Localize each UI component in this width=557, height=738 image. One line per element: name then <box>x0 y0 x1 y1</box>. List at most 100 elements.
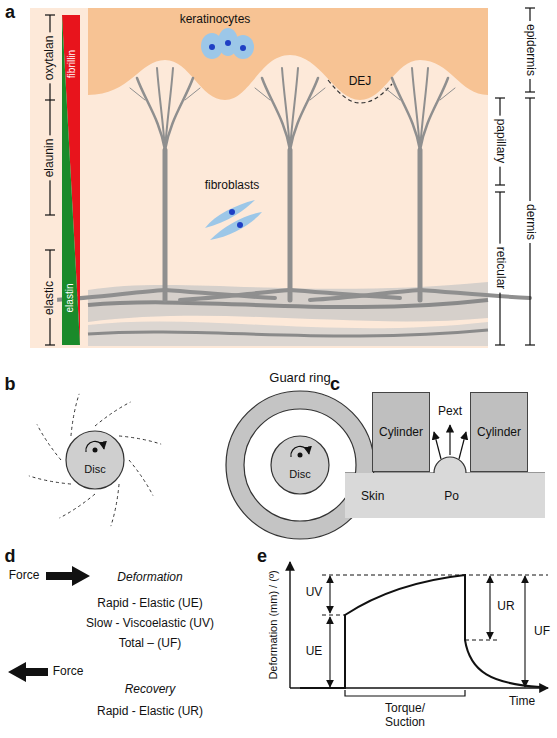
fiber-stroke <box>88 330 488 336</box>
art-shape <box>524 576 525 687</box>
disc-shape <box>270 435 330 495</box>
art-shape <box>449 425 450 455</box>
rotating-disc: Disc <box>65 430 125 490</box>
node-text: Cylinder <box>477 424 521 440</box>
art-shape <box>209 44 215 50</box>
art-shape <box>289 562 290 688</box>
art-shape <box>45 249 55 250</box>
axis-label: Time <box>509 695 535 709</box>
skin-bump <box>434 457 466 473</box>
art-shape <box>240 45 246 51</box>
force-arrow-left <box>8 662 48 682</box>
art-shape <box>489 576 490 639</box>
fiber-stroke <box>165 68 173 150</box>
fiber-stroke <box>310 290 420 300</box>
creep-curve <box>300 575 540 688</box>
art-shape <box>525 91 535 92</box>
pressure-arrows <box>434 425 466 459</box>
pressure-label: Pext <box>438 405 462 419</box>
art-shape <box>45 344 55 345</box>
art-shape <box>525 344 535 345</box>
shear-line <box>59 494 95 518</box>
suction-cylinder: Cylinder <box>470 392 528 472</box>
art-shape <box>525 7 535 8</box>
shear-line <box>119 436 161 444</box>
node-text: Disc <box>65 430 125 477</box>
fiber-stroke <box>385 88 400 100</box>
shear-line <box>129 460 153 496</box>
node-text: Disc <box>270 435 330 482</box>
keratinocyte-cells <box>201 28 254 59</box>
panel-letter: e <box>257 546 267 567</box>
art-shape <box>495 184 505 185</box>
cell-label: keratinocytes <box>180 13 251 27</box>
art-shape <box>465 640 500 641</box>
art-shape <box>434 432 441 459</box>
protein-label: elastin <box>64 284 76 313</box>
art-shape <box>322 575 548 576</box>
shear-lines <box>29 394 161 526</box>
fiber-stroke <box>130 88 145 100</box>
art-shape <box>495 344 505 345</box>
art-shape <box>229 209 235 215</box>
panel-letter: b <box>5 374 16 395</box>
force-label: Force <box>9 569 40 583</box>
fiber-trees <box>55 68 530 300</box>
art-shape <box>459 432 466 459</box>
layer-label: papillary <box>493 116 507 167</box>
fiber-label: elaunin <box>43 136 57 181</box>
suction-cylinder: Cylinder <box>372 392 430 472</box>
phase-label: Slow - Viscoelastic (UV) <box>86 617 214 631</box>
node-text: Guard ring <box>225 370 375 386</box>
art-shape <box>237 222 243 228</box>
node-text: Cylinder <box>379 424 423 440</box>
fiber-label: oxytalan <box>43 33 57 84</box>
fiber-stroke <box>255 88 270 100</box>
shear-line <box>111 484 119 526</box>
fiber-stroke <box>282 68 290 150</box>
fiber-stroke <box>420 68 428 150</box>
rotating-disc: Disc <box>270 435 330 495</box>
junction-label: DEJ <box>349 75 372 89</box>
art-shape <box>322 615 345 616</box>
art-shape <box>329 617 330 687</box>
art-shape <box>210 212 262 240</box>
measure-label: UV <box>306 586 323 600</box>
fiber-stroke <box>310 88 325 100</box>
node-text: Skin <box>361 488 384 504</box>
measure-arrows <box>330 576 525 687</box>
fiber-stroke <box>157 68 165 150</box>
panel-letter: c <box>330 374 340 395</box>
art-shape <box>495 97 505 98</box>
guide-lines <box>322 575 548 640</box>
shear-line <box>37 424 61 460</box>
disc-shape <box>65 430 125 490</box>
art-shape <box>55 68 275 300</box>
art-shape <box>232 35 254 59</box>
measure-label: UF <box>534 625 550 639</box>
shear-line <box>95 402 131 426</box>
fiber-stroke <box>412 68 420 150</box>
fibroblast-cells <box>205 200 262 240</box>
axis-label: Deformation (mm) / (º) <box>267 570 280 679</box>
heading-label: Deformation <box>117 571 182 585</box>
bracket-label: Torque/ Suction <box>373 702 437 730</box>
fiber-stroke <box>288 150 293 300</box>
art-shape <box>45 14 55 15</box>
fiber-label: elastic <box>43 278 57 318</box>
art-shape <box>310 68 530 300</box>
art-shape <box>88 321 488 346</box>
heading-label: Recovery <box>125 683 176 697</box>
measure-label: UE <box>306 645 323 659</box>
art-shape <box>45 214 55 215</box>
shear-line <box>71 394 79 436</box>
skin-region: SkinPo <box>345 473 545 518</box>
art-shape <box>495 191 505 192</box>
time-bracket <box>345 690 465 696</box>
phase-label: Total – (UF) <box>119 637 182 651</box>
panel-letter: d <box>5 546 16 567</box>
fiber-stroke <box>440 88 455 100</box>
force-arrow-right <box>46 566 90 586</box>
phase-label: Rapid - Elastic (UE) <box>97 597 202 611</box>
